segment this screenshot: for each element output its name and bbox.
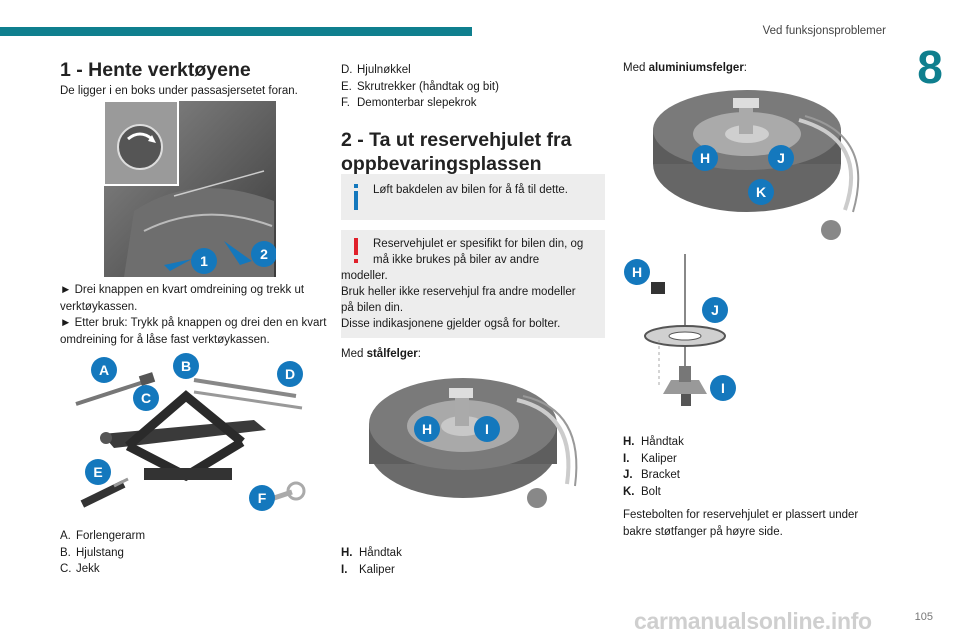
tool-list-part1: A.Forlengerarm B.Hjulstang C.Jekk bbox=[60, 528, 322, 578]
tools-illustration: A B C D E F bbox=[75, 353, 306, 511]
tool-list-part2: D.Hjulnøkkel E.Skrutrekker (håndtak og b… bbox=[341, 62, 605, 112]
watermark: carmanualsonline.info bbox=[634, 608, 872, 634]
step-1: ► Drei knappen en kvart omdreining og tr… bbox=[60, 284, 305, 313]
alu-rims-label: Med aluminiumsfelger: bbox=[623, 62, 747, 74]
list-item: I.Kaliper bbox=[623, 452, 677, 465]
list-item: F.Demonterbar slepekrok bbox=[341, 97, 477, 109]
list-item: I.Kaliper bbox=[341, 563, 395, 576]
badge-k: K bbox=[756, 184, 766, 200]
list-item: H.Håndtak bbox=[623, 436, 684, 448]
steel-rims-label: Med stålfelger: bbox=[341, 348, 421, 360]
badge-1: 1 bbox=[200, 253, 208, 269]
heading-tools: 1 - Hente verktøyene bbox=[60, 59, 251, 81]
badge-h: H bbox=[632, 264, 642, 280]
section-title: Ved funksjonsproblemer bbox=[762, 25, 886, 37]
badge-c: C bbox=[141, 390, 151, 406]
badge-d: D bbox=[285, 366, 295, 382]
badge-i: I bbox=[721, 380, 725, 396]
closing-text: Festebolten for reservehjulet er plasser… bbox=[623, 509, 859, 538]
page-number: 105 bbox=[914, 611, 933, 623]
alu-spare-wheel-illustration: H J K bbox=[653, 90, 860, 240]
alu-fastening-parts-illustration: H J I bbox=[624, 254, 736, 406]
info-box: Løft bakdelen av bilen for å få til dett… bbox=[341, 174, 605, 220]
badge-f: F bbox=[258, 490, 267, 506]
steel-legend: H.Håndtak I.Kaliper bbox=[341, 545, 605, 578]
chapter-number: 8 bbox=[917, 41, 943, 93]
alu-legend: H.Håndtak I.Kaliper J.Bracket K.Bolt bbox=[623, 434, 883, 500]
list-item: J.Bracket bbox=[623, 469, 680, 481]
badge-h: H bbox=[700, 150, 710, 166]
warning-icon bbox=[354, 238, 358, 263]
badge-2: 2 bbox=[260, 246, 268, 262]
list-item: K.Bolt bbox=[623, 485, 661, 498]
list-item: C.Jekk bbox=[60, 563, 100, 575]
warning-box: Reservehjulet er spesifikt for bilen din… bbox=[341, 230, 605, 338]
badge-i: I bbox=[485, 421, 489, 437]
badge-h: H bbox=[422, 421, 432, 437]
list-item: D.Hjulnøkkel bbox=[341, 64, 411, 76]
badge-j: J bbox=[711, 302, 719, 318]
header-accent-bar bbox=[0, 27, 472, 36]
toolbox-illustration: 1 2 bbox=[104, 101, 276, 277]
steel-spare-wheel-illustration: H I bbox=[369, 378, 578, 508]
intro-text: De ligger i en boks under passasjersetet… bbox=[60, 85, 298, 97]
info-icon bbox=[354, 184, 358, 210]
step-2: ► Etter bruk: Trykk på knappen og drei d… bbox=[60, 317, 327, 346]
list-item: E.Skrutrekker (håndtak og bit) bbox=[341, 80, 499, 93]
badge-a: A bbox=[99, 362, 109, 378]
badge-e: E bbox=[93, 464, 102, 480]
badge-b: B bbox=[181, 358, 191, 374]
list-item: H.Håndtak bbox=[341, 547, 402, 559]
list-item: A.Forlengerarm bbox=[60, 530, 146, 542]
list-item: B.Hjulstang bbox=[60, 546, 124, 559]
badge-j: J bbox=[777, 150, 785, 166]
